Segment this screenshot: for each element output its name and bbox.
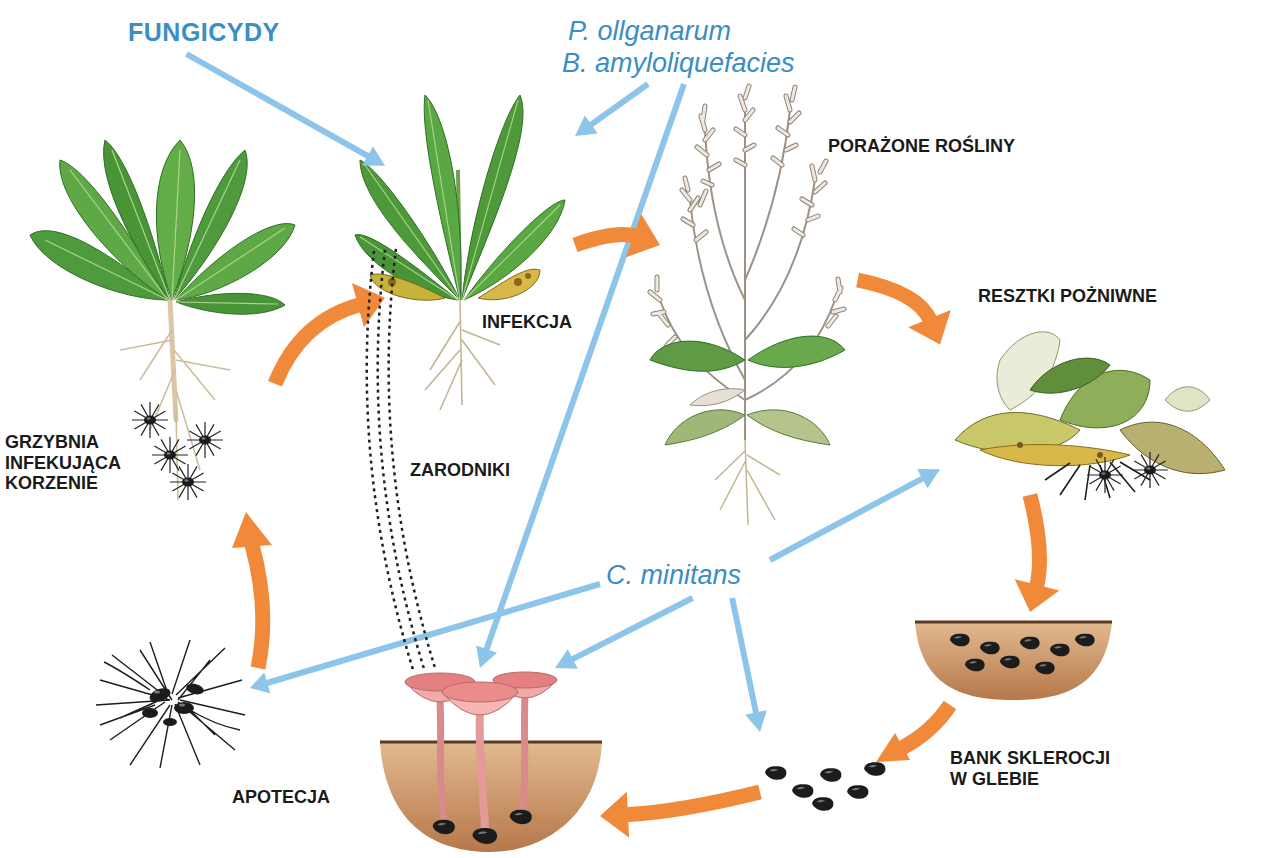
control-arrow (732, 598, 767, 732)
node-label: GRZYBNIA INFEKUJĄCA KORZENIE (5, 432, 130, 494)
arrow-head (575, 116, 598, 137)
node-label: P. ollganarum (568, 16, 731, 47)
cycle-arrow (575, 214, 660, 257)
connector-line (732, 598, 756, 714)
arrow-head (555, 649, 578, 669)
connector-line (625, 792, 760, 815)
cycle-arrow (275, 283, 385, 384)
sclerotium (765, 766, 786, 780)
sclerotium (847, 785, 868, 799)
sclerotium (1035, 662, 1055, 675)
connector-line (571, 598, 693, 660)
control-agent: P. ollganarumB. amyloliquefacies (558, 16, 858, 84)
arrow-head (1015, 579, 1060, 612)
sclerotium (965, 659, 985, 672)
connector-line (858, 280, 931, 321)
residue-sclerotium (1087, 457, 1123, 493)
control-arrow (555, 598, 693, 669)
infected-root-sclerotium (152, 437, 188, 473)
control-arrow (250, 584, 600, 693)
sclerotium (820, 768, 841, 782)
infected-root-sclerotium (170, 464, 206, 500)
stage-label: RESZTKI POŻNIWNE (940, 280, 1230, 495)
cycle-arrow (600, 792, 760, 838)
sclerotium (792, 784, 813, 798)
infected-root-sclerotium (187, 422, 223, 458)
stage-label: APOTECJA (225, 668, 600, 853)
connector-line (1030, 495, 1040, 588)
sclerotium (950, 634, 970, 647)
crop-residue-illustration (955, 332, 1225, 500)
arrow-head (745, 710, 767, 732)
sclerotium (980, 642, 1000, 655)
spore-flow (367, 249, 435, 669)
connector-line (275, 304, 361, 383)
stage-label: PORAŻONE ROŚLINY (660, 85, 1040, 280)
node-label: BANK SKLEROCJI W GLEBIE (950, 748, 1120, 789)
sclerotium (812, 797, 833, 811)
stage-label: BANK SKLEROCJI W GLEBIE (760, 612, 1130, 812)
cycle-arrow (876, 705, 950, 762)
edge-label: ZARODNIKI (410, 460, 510, 481)
stage-label: INFEKCJA (385, 80, 575, 410)
arrow-head (917, 469, 940, 488)
control-arrow (770, 469, 940, 560)
arrow-head (476, 645, 497, 668)
cycle-arrow (232, 512, 272, 668)
control-arrow (187, 54, 386, 166)
stage-label: GRZYBNIA INFEKUJĄCA KORZENIE (3, 140, 275, 515)
cycle-arrow (858, 280, 951, 345)
diseased-plant-illustration (650, 86, 845, 525)
seed-pods (650, 86, 844, 346)
connector-line (187, 54, 370, 157)
node-label: FUNGICYDY (128, 18, 280, 47)
connector-line (770, 478, 924, 560)
arrow-head (908, 310, 951, 345)
control-agent: C. minitans (598, 558, 770, 598)
connector-line (575, 235, 636, 245)
apothecia-illustration (380, 672, 602, 852)
node-label: C. minitans (606, 560, 741, 591)
mycelial-sclerotia-illustration (96, 640, 245, 768)
cycle-arrow (1015, 495, 1060, 612)
connector-line (389, 249, 435, 667)
sclerotium (510, 810, 532, 824)
arrow-head (626, 214, 660, 257)
arrow-head (362, 146, 385, 165)
sclerotium (864, 762, 885, 776)
control-arrow (575, 84, 648, 136)
sclerotium (1050, 644, 1070, 657)
soil-sclerotia-illustration (915, 622, 1112, 700)
sclerotium (1020, 637, 1040, 650)
control-agent: FUNGICYDY (120, 14, 310, 54)
connector-line (590, 84, 648, 126)
sclerotium (473, 828, 498, 844)
infected-plant-illustration (355, 95, 565, 410)
residue-sclerotium (1132, 452, 1168, 488)
node-label: INFEKCJA (482, 312, 572, 333)
sclerotium (1000, 656, 1020, 669)
seed-pods (650, 86, 844, 346)
node-label: APOTECJA (232, 787, 330, 808)
sclerotia-bank-illustration (765, 762, 885, 811)
arrow-head (600, 792, 629, 838)
infected-root-sclerotium (132, 402, 168, 438)
node-label: PORAŻONE ROŚLINY (828, 136, 1015, 157)
node-label: RESZTKI POŻNIWNE (978, 286, 1157, 307)
sclerotium (433, 820, 455, 834)
node-label: B. amyloliquefacies (562, 48, 795, 79)
sclerotium (1075, 634, 1095, 647)
